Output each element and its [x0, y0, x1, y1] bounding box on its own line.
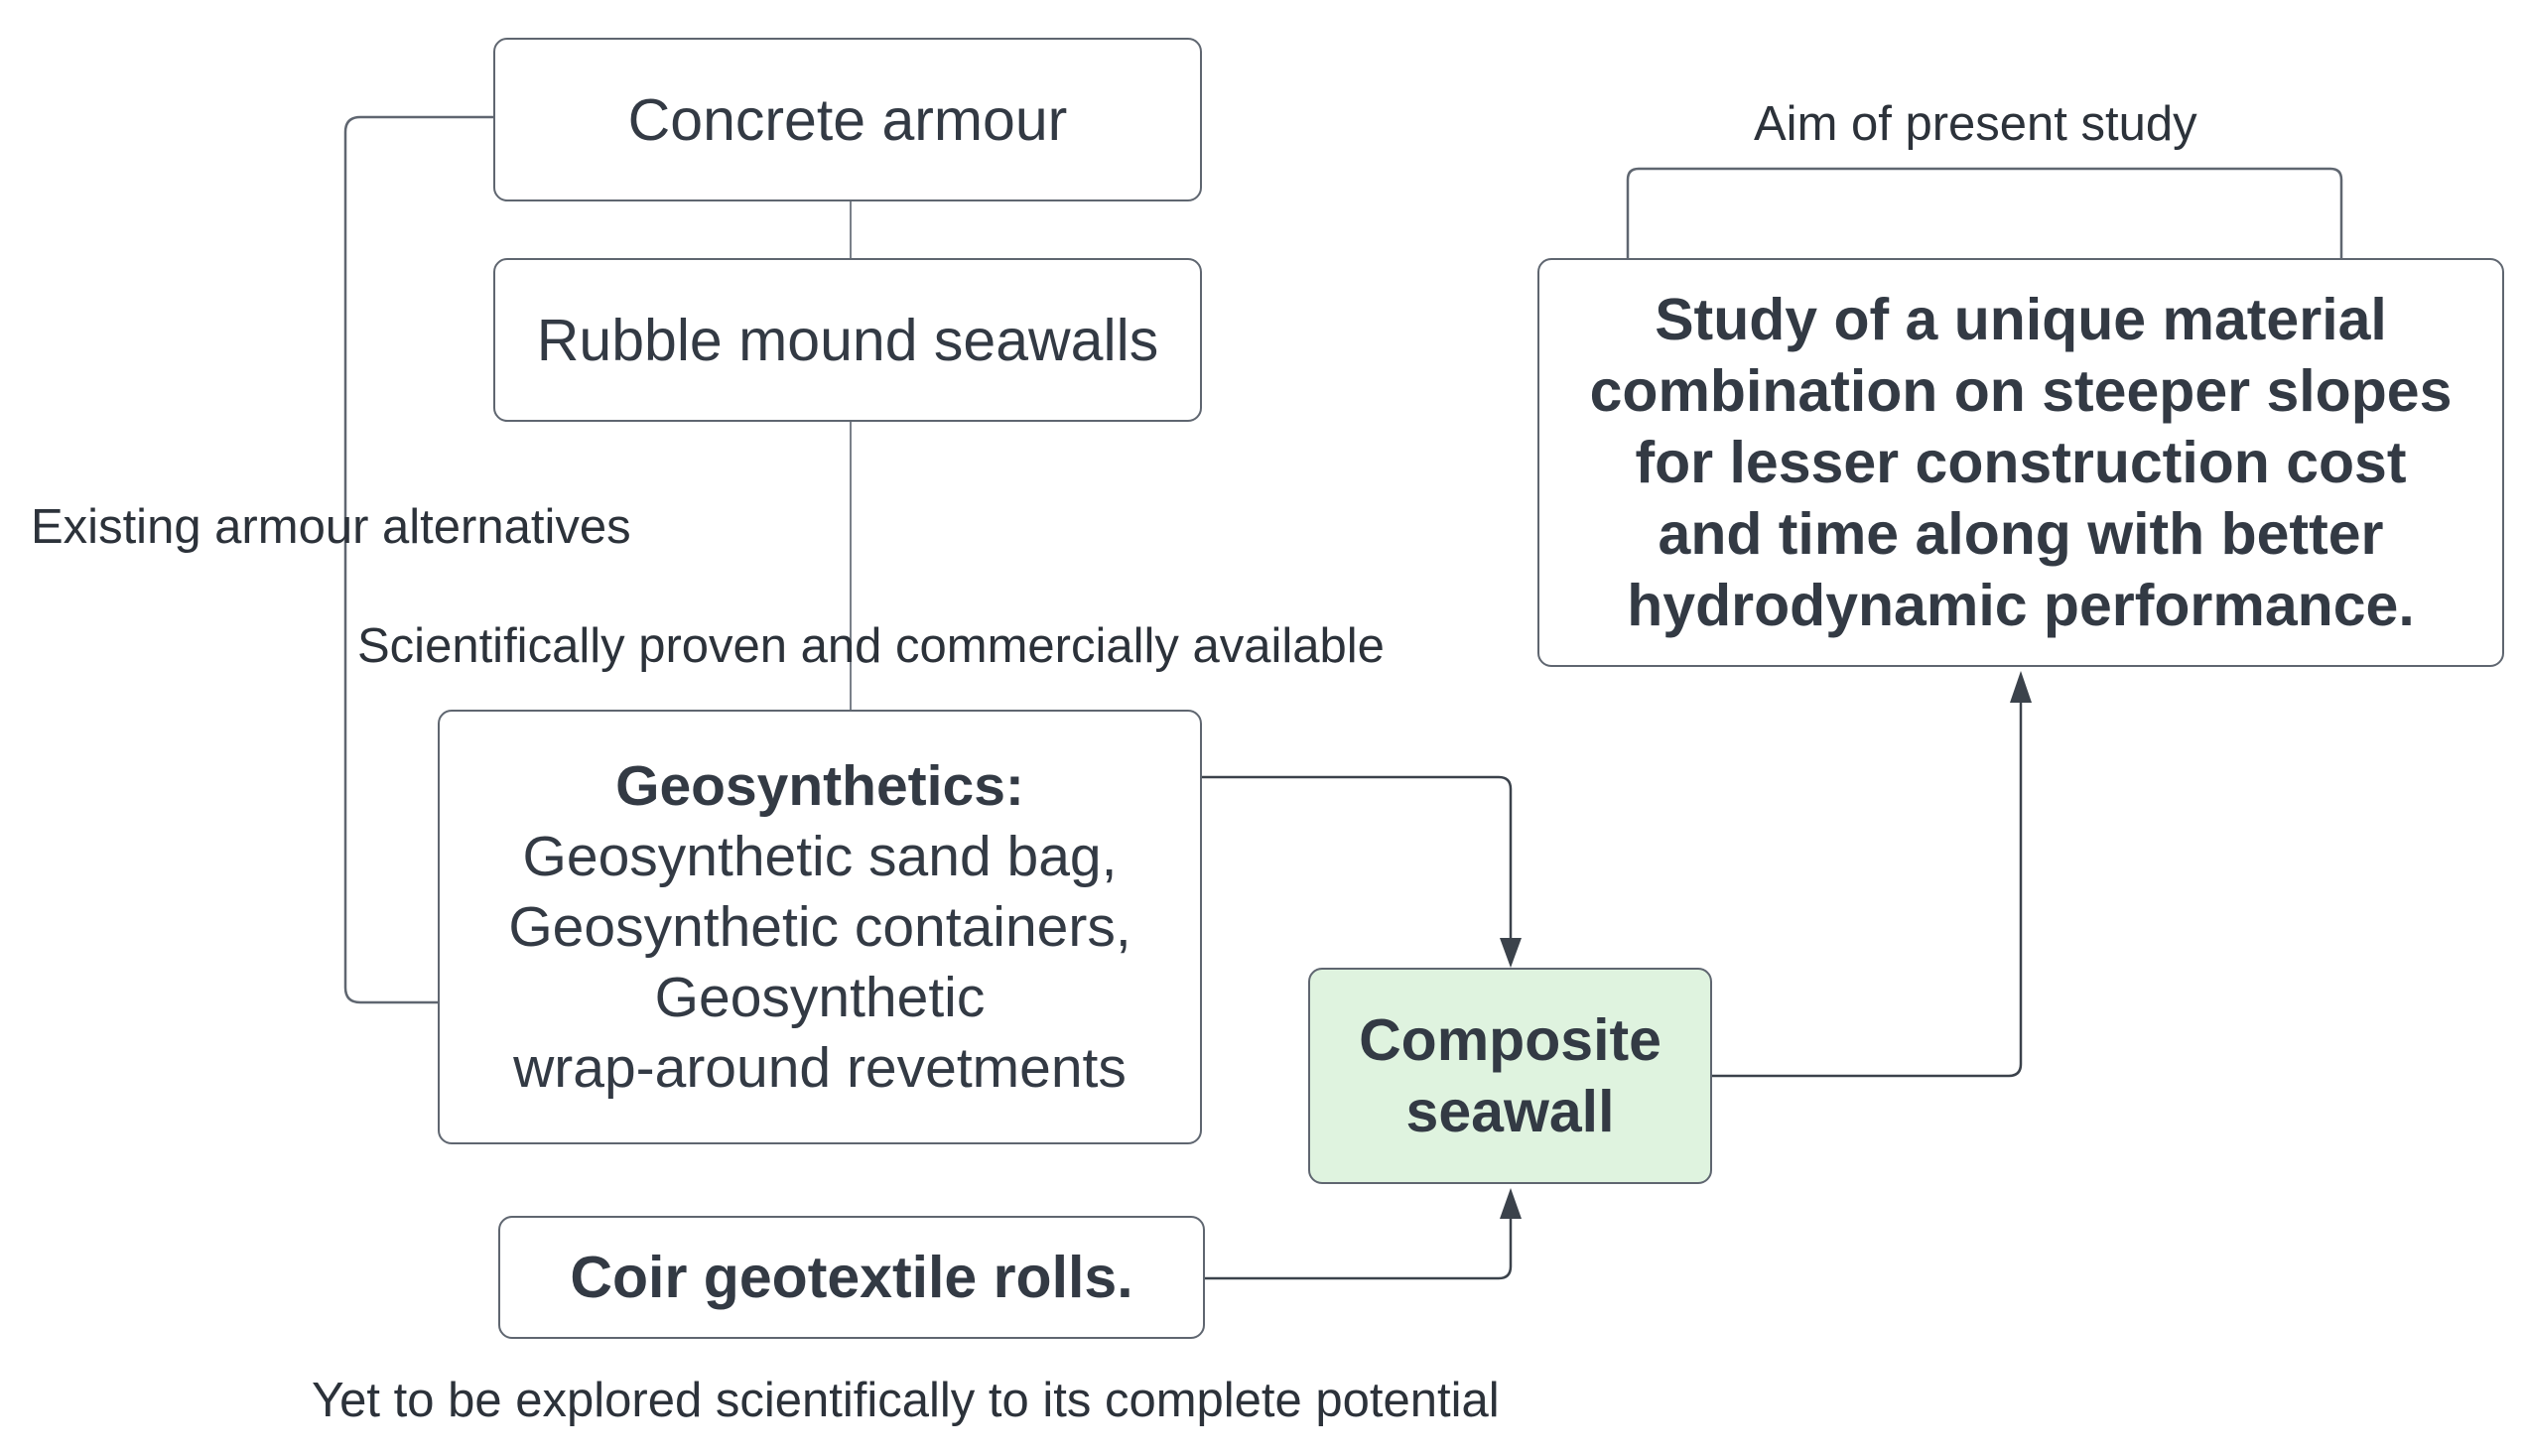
bracket-existing-alternatives	[343, 115, 493, 1004]
rubble-mound-label: Rubble mound seawalls	[536, 307, 1159, 373]
arrow-geosynthetics-to-composite	[1201, 775, 1513, 953]
arrowhead-study	[2010, 671, 2032, 703]
composite-label-line: Composite	[1359, 1007, 1661, 1073]
geosynthetics-item: Geosynthetic sand bag,	[522, 824, 1118, 888]
study-line: combination on steeper slopes	[1589, 358, 2453, 424]
composite-label-line: seawall	[1405, 1079, 1615, 1144]
coir-box: Coir geotextile rolls.	[498, 1216, 1205, 1339]
study-box: Study of a unique material combination o…	[1537, 258, 2504, 667]
composite-seawall-box: Composite seawall	[1308, 968, 1712, 1184]
geosynthetics-item: wrap-around revetments	[513, 1035, 1127, 1100]
geosynthetics-title: Geosynthetics:	[615, 753, 1024, 818]
yet-to-explore-label: Yet to be explored scientifically to its…	[312, 1374, 1500, 1427]
arrowhead-composite-bottom	[1500, 1188, 1522, 1219]
rubble-mound-box: Rubble mound seawalls	[493, 258, 1202, 422]
geosynthetics-box: Geosynthetics: Geosynthetic sand bag, Ge…	[438, 710, 1202, 1144]
geosynthetics-item: Geosynthetic containers,	[508, 894, 1131, 959]
concrete-armour-box: Concrete armour	[493, 38, 1202, 201]
arrowhead-composite-top	[1500, 938, 1522, 968]
proven-label: Scientifically proven and commercially a…	[357, 619, 1385, 673]
arrow-coir-to-composite	[1205, 1206, 1513, 1280]
study-line: for lesser construction cost	[1635, 430, 2407, 495]
study-line: hydrodynamic performance.	[1627, 573, 2415, 638]
concrete-armour-label: Concrete armour	[627, 86, 1068, 153]
study-line: Study of a unique material	[1655, 287, 2387, 352]
coir-label: Coir geotextile rolls.	[570, 1245, 1133, 1310]
bracket-aim	[1626, 167, 2343, 258]
arrow-composite-to-study	[1712, 690, 2023, 1078]
existing-alternatives-label: Existing armour alternatives	[31, 500, 631, 554]
aim-label: Aim of present study	[1754, 97, 2197, 151]
study-line: and time along with better	[1658, 501, 2384, 567]
geosynthetics-item: Geosynthetic	[654, 965, 986, 1029]
